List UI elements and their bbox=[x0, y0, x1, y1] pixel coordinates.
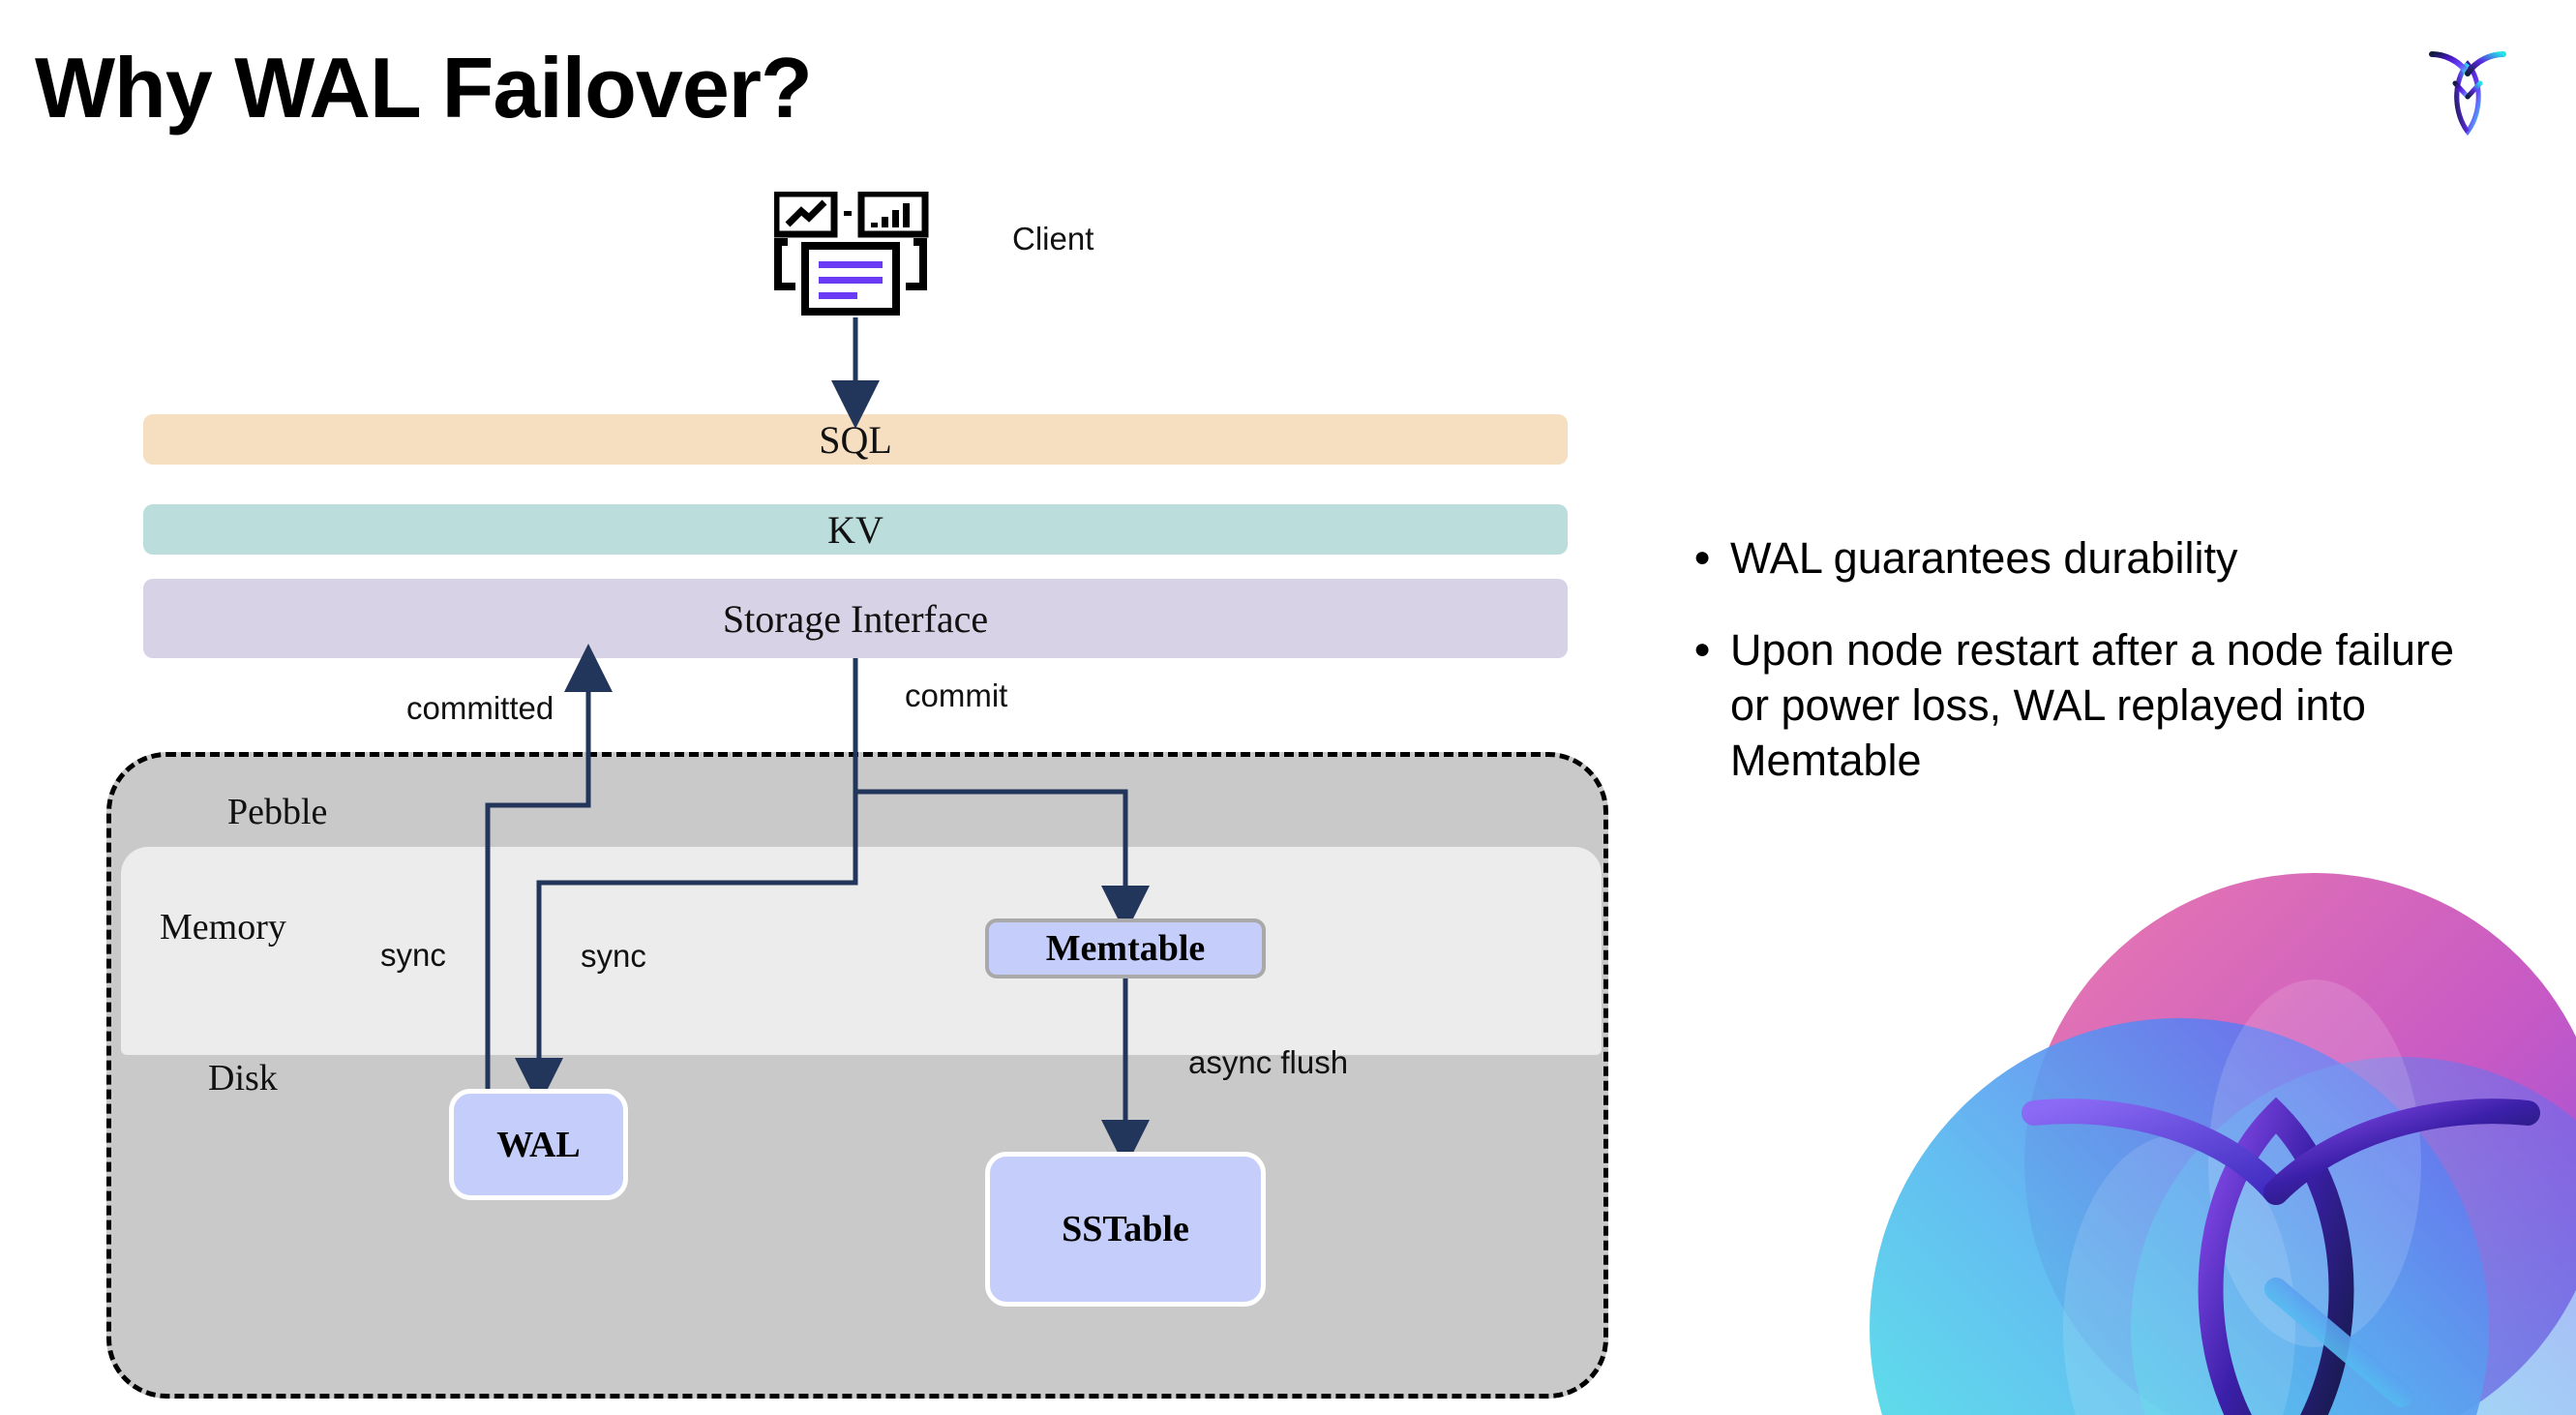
node-label-memtable: Memtable bbox=[1045, 928, 1206, 969]
cockroach-logo-icon bbox=[2429, 51, 2506, 136]
bullet-dot-icon: ● bbox=[1693, 633, 1712, 665]
layer-label-storage-interface: Storage Interface bbox=[722, 596, 989, 641]
node-memtable: Memtable bbox=[985, 918, 1266, 978]
list-item: ● WAL guarantees durability bbox=[1693, 530, 2497, 586]
client-label: Client bbox=[1012, 221, 1094, 256]
page-title: Why WAL Failover? bbox=[35, 40, 813, 135]
layer-bar-storage-interface: Storage Interface bbox=[143, 579, 1568, 658]
edge-label-sync-1: sync bbox=[380, 937, 446, 973]
client-dashboard-icon bbox=[774, 192, 929, 316]
edge-label-committed: committed bbox=[406, 690, 554, 726]
memory-panel bbox=[121, 847, 1602, 1055]
memory-label: Memory bbox=[160, 907, 286, 948]
node-wal: WAL bbox=[449, 1089, 628, 1200]
gradient-circles-decoration bbox=[1870, 873, 2576, 1415]
layer-label-sql: SQL bbox=[819, 417, 892, 462]
list-item: ● Upon node restart after a node failure… bbox=[1693, 622, 2497, 788]
bullet-text: WAL guarantees durability bbox=[1730, 533, 2238, 583]
bullet-dot-icon: ● bbox=[1693, 541, 1712, 573]
node-label-sstable: SSTable bbox=[1062, 1209, 1189, 1249]
node-label-wal: WAL bbox=[496, 1124, 581, 1165]
node-sstable: SSTable bbox=[985, 1152, 1266, 1307]
layer-bar-kv: KV bbox=[143, 504, 1568, 555]
edge-label-sync-2: sync bbox=[581, 938, 646, 974]
layer-bar-sql: SQL bbox=[143, 414, 1568, 465]
pebble-container: Pebble Memory Disk bbox=[106, 752, 1608, 1399]
edge-label-commit: commit bbox=[905, 677, 1008, 713]
layer-label-kv: KV bbox=[827, 507, 884, 552]
bullet-list: ● WAL guarantees durability ● Upon node … bbox=[1693, 530, 2497, 825]
edge-label-async-flush: async flush bbox=[1188, 1044, 1349, 1080]
pebble-label: Pebble bbox=[227, 792, 328, 832]
disk-label: Disk bbox=[208, 1058, 278, 1099]
bullet-text: Upon node restart after a node failure o… bbox=[1730, 625, 2454, 785]
